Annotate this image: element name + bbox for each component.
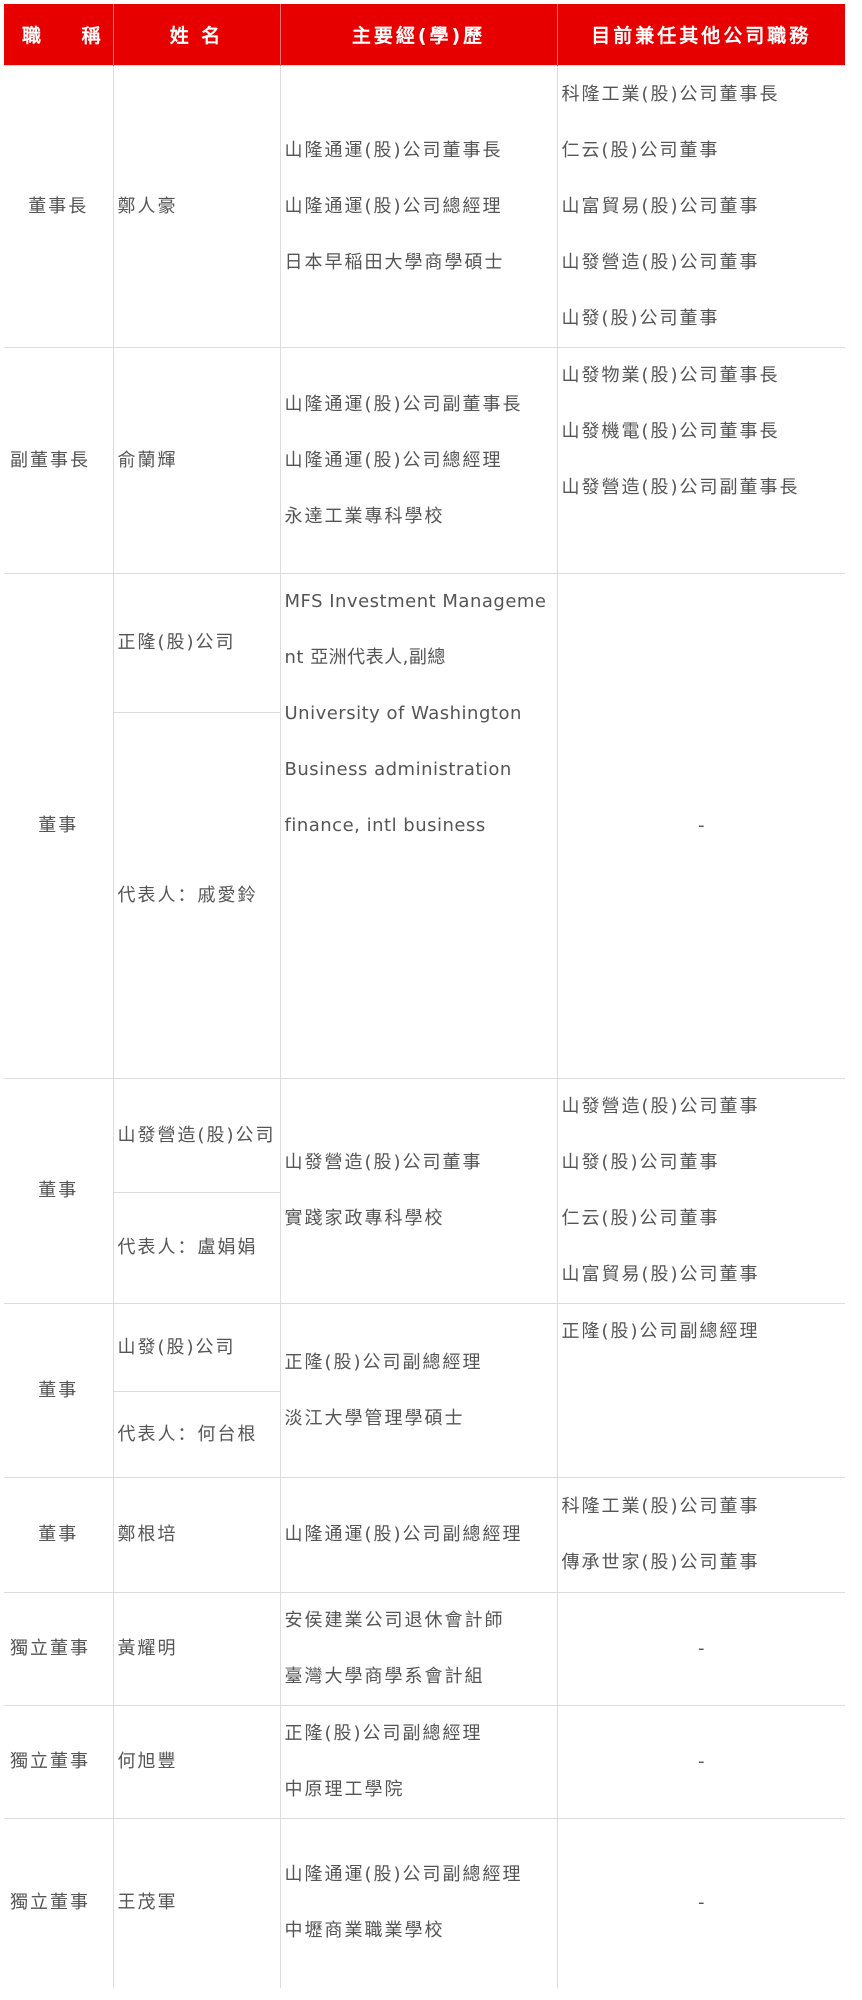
cell-experience: 山隆通運(股)公司副總經理 — [279, 1477, 558, 1593]
experience-line: 日本早稲田大學商學碩士 — [284, 251, 505, 273]
experience-line: 山隆通運(股)公司總經理 — [284, 449, 503, 471]
position-line: 山富貿易(股)公司董事 — [561, 1264, 760, 1285]
cell-title: 副董事長 — [4, 347, 114, 574]
position-line: 正隆(股)公司副總經理 — [561, 1321, 760, 1342]
table-row: 獨立董事 何旭豐 正隆(股)公司副總經理 中原理工學院 - — [4, 1705, 845, 1819]
cell-title: 董事 — [4, 573, 114, 1079]
cell-other-positions: - — [556, 1592, 845, 1706]
cell-title: 董事 — [4, 1078, 114, 1304]
experience-line: 淡江大學管理學碩士 — [284, 1407, 465, 1429]
experience-line: 山隆通運(股)公司董事長 — [284, 139, 503, 161]
experience-line: 中原理工學院 — [284, 1779, 405, 1800]
position-line: 仁云(股)公司董事 — [561, 1208, 720, 1229]
header-name: 姓 名 — [112, 4, 281, 66]
experience-line: 中壢商業職業學校 — [284, 1920, 445, 1942]
cell-other-positions: 山發物業(股)公司董事長 山發機電(股)公司董事長 山發營造(股)公司副董事長 — [556, 347, 845, 574]
cell-other-positions: - — [556, 1818, 845, 1988]
header-other-positions: 目前兼任其他公司職務 — [556, 4, 845, 66]
cell-title: 董事長 — [4, 65, 114, 348]
cell-other-positions: - — [556, 573, 845, 1079]
experience-line: University of Washington — [284, 703, 522, 724]
cell-name: 王茂軍 — [112, 1818, 281, 1988]
cell-representative: 代表人：何台根 — [113, 1391, 280, 1478]
position-line: 科隆工業(股)公司董事長 — [561, 83, 780, 105]
cell-title: 獨立董事 — [4, 1818, 114, 1988]
table-row: 董事 正隆(股)公司 MFS Investment Management 亞洲代… — [4, 573, 845, 1079]
position-line: 傳承世家(股)公司董事 — [561, 1552, 760, 1573]
cell-other-positions: - — [556, 1705, 845, 1819]
experience-line: 山隆通運(股)公司副總經理 — [284, 1524, 523, 1545]
table-header: 職 稱 姓 名 主要經(學)歷 目前兼任其他公司職務 — [4, 4, 845, 66]
experience-line: 實踐家政專科學校 — [284, 1208, 445, 1229]
cell-title: 董事 — [4, 1477, 114, 1593]
cell-name: 正隆(股)公司 — [112, 573, 281, 713]
table-row: 董事 山發營造(股)公司 山發營造(股)公司董事 實踐家政專科學校 山發營造(股… — [4, 1078, 845, 1304]
cell-other-positions: 科隆工業(股)公司董事長 仁云(股)公司董事 山富貿易(股)公司董事 山發營造(… — [556, 65, 845, 348]
cell-experience: 山隆通運(股)公司副總經理 中壢商業職業學校 — [279, 1818, 558, 1988]
position-line: 山發物業(股)公司董事長 — [561, 365, 780, 386]
cell-name: 黃耀明 — [112, 1592, 281, 1706]
cell-experience: 山隆通運(股)公司董事長 山隆通運(股)公司總經理 日本早稲田大學商學碩士 — [279, 65, 558, 348]
position-line: 山富貿易(股)公司董事 — [561, 195, 760, 217]
experience-line: 正隆(股)公司副總經理 — [284, 1351, 483, 1373]
position-line: 山發機電(股)公司董事長 — [561, 421, 780, 442]
experience-line: finance, intl business — [284, 815, 486, 836]
table-row: 副董事長 俞蘭輝 山隆通運(股)公司副董事長 山隆通運(股)公司總經理 永達工業… — [4, 347, 845, 574]
table-row: 董事 山發(股)公司 正隆(股)公司副總經理 淡江大學管理學碩士 正隆(股)公司… — [4, 1303, 845, 1478]
experience-line: 山發營造(股)公司董事 — [284, 1152, 483, 1173]
cell-experience: MFS Investment Management 亞洲代表人,副總 Unive… — [279, 573, 558, 1079]
cell-experience: 山隆通運(股)公司副董事長 山隆通運(股)公司總經理 永達工業專科學校 — [279, 347, 558, 574]
header-experience: 主要經(學)歷 — [279, 4, 558, 66]
cell-name: 山發(股)公司 — [112, 1303, 281, 1392]
experience-line: 安侯建業公司退休會計師 — [284, 1610, 505, 1631]
cell-experience: 山發營造(股)公司董事 實踐家政專科學校 — [279, 1078, 558, 1304]
experience-line: Business administration — [284, 759, 512, 780]
table-subrow: 代表人：盧娟娟 — [4, 1192, 845, 1304]
experience-line: 正隆(股)公司副總經理 — [284, 1723, 483, 1744]
cell-experience: 正隆(股)公司副總經理 中原理工學院 — [279, 1705, 558, 1819]
cell-other-positions: 科隆工業(股)公司董事 傳承世家(股)公司董事 — [556, 1477, 845, 1593]
experience-line: 永達工業專科學校 — [284, 505, 445, 527]
table-row: 獨立董事 王茂軍 山隆通運(股)公司副總經理 中壢商業職業學校 - — [4, 1818, 845, 1988]
experience-line: MFS Investment Management 亞洲代表人,副總 — [284, 591, 547, 668]
position-line: 山發(股)公司董事 — [561, 1152, 720, 1173]
cell-other-positions: 山發營造(股)公司董事 山發(股)公司董事 仁云(股)公司董事 山富貿易(股)公… — [556, 1078, 845, 1304]
cell-experience: 正隆(股)公司副總經理 淡江大學管理學碩士 — [279, 1303, 558, 1478]
cell-experience: 安侯建業公司退休會計師 臺灣大學商學系會計組 — [279, 1592, 558, 1706]
position-line: 山發(股)公司董事 — [561, 307, 720, 329]
position-line: 山發營造(股)公司董事 — [561, 251, 760, 273]
cell-title: 獨立董事 — [4, 1705, 114, 1819]
experience-line: 山隆通運(股)公司副董事長 — [284, 393, 523, 415]
cell-name: 鄭根培 — [112, 1477, 281, 1593]
cell-title: 獨立董事 — [4, 1592, 114, 1706]
position-line: 仁云(股)公司董事 — [561, 139, 720, 161]
cell-name: 俞蘭輝 — [112, 347, 281, 574]
position-line: 山發營造(股)公司董事 — [561, 1096, 760, 1117]
table-row: 獨立董事 黃耀明 安侯建業公司退休會計師 臺灣大學商學系會計組 - — [4, 1592, 845, 1706]
experience-line: 山隆通運(股)公司總經理 — [284, 195, 503, 217]
cell-representative: 代表人：盧娟娟 — [113, 1192, 280, 1304]
cell-name: 何旭豐 — [112, 1705, 281, 1819]
cell-other-positions: 正隆(股)公司副總經理 — [556, 1303, 845, 1478]
cell-name: 山發營造(股)公司 — [112, 1078, 281, 1193]
board-of-directors-table: 職 稱 姓 名 主要經(學)歷 目前兼任其他公司職務 董事長 鄭人豪 山隆通運(… — [4, 4, 845, 1988]
table-row: 董事 鄭根培 山隆通運(股)公司副總經理 科隆工業(股)公司董事 傳承世家(股)… — [4, 1477, 845, 1593]
cell-representative: 代表人：戚愛鈴 — [113, 712, 280, 1079]
cell-name: 鄭人豪 — [112, 65, 281, 348]
header-title: 職 稱 — [4, 4, 114, 66]
experience-line: 山隆通運(股)公司副總經理 — [284, 1864, 523, 1886]
table-subrow: 代表人：戚愛鈴 — [4, 712, 845, 1079]
experience-line: 臺灣大學商學系會計組 — [284, 1666, 485, 1687]
position-line: 科隆工業(股)公司董事 — [561, 1496, 760, 1517]
cell-title: 董事 — [4, 1303, 114, 1478]
table-row: 董事長 鄭人豪 山隆通運(股)公司董事長 山隆通運(股)公司總經理 日本早稲田大… — [4, 65, 845, 348]
position-line: 山發營造(股)公司副董事長 — [561, 477, 800, 498]
